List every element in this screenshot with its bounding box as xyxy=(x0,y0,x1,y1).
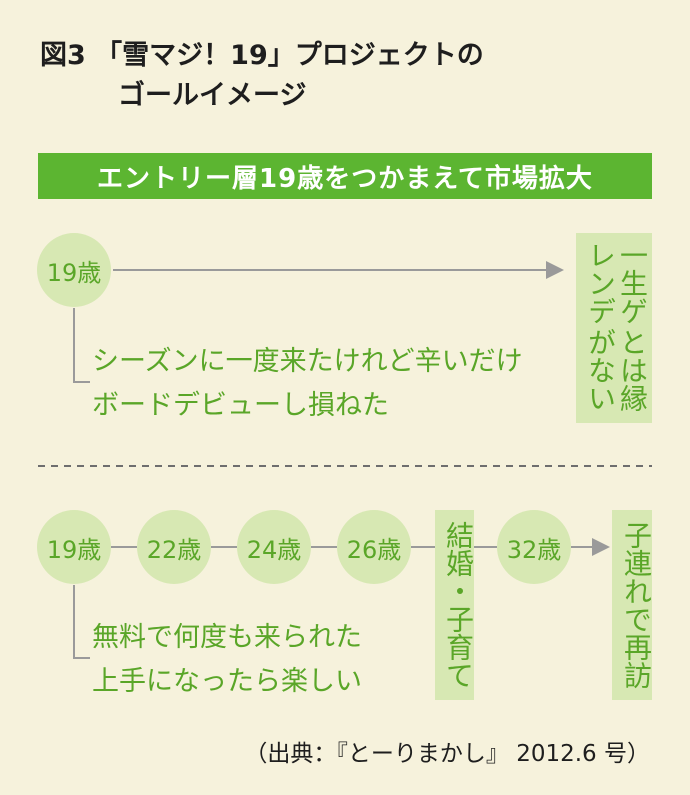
goal-text-col1: 一生ゲレンデ xyxy=(584,241,649,325)
title-line-1: 図3 「雪マジ！19」プロジェクトの xyxy=(40,40,484,71)
age-circle-start: 19歳 xyxy=(37,233,111,307)
goal-box-section2: 子連れで再訪 xyxy=(612,510,653,700)
age-circle-32: 32歳 xyxy=(497,510,571,584)
note-section1-line2: ボードデビューし損ねた xyxy=(92,390,389,421)
age-circle-22: 22歳 xyxy=(137,510,211,584)
goal-text-col2: とは縁がない xyxy=(584,328,649,412)
event-box-marriage-childcare: 結婚・子育て xyxy=(435,510,475,700)
age-circle-24: 24歳 xyxy=(237,510,311,584)
age-circle-19: 19歳 xyxy=(37,510,111,584)
figure-title: 図3 「雪マジ！19」プロジェクトの ゴールイメージ xyxy=(40,36,484,116)
arrowhead-section1 xyxy=(546,261,564,279)
goal-text-section2: 子連れで再訪 xyxy=(620,521,653,689)
arrowhead-section2 xyxy=(592,538,610,556)
note-section1-line1: シーズンに一度来たけれど辛いだけ xyxy=(92,346,523,377)
source-citation: （出典：『とーりまかし』 2012.6 号） xyxy=(244,741,650,767)
age-circle-26: 26歳 xyxy=(337,510,411,584)
bracket-section1 xyxy=(73,308,90,383)
title-line-2: ゴールイメージ xyxy=(118,80,307,111)
headline-banner: エントリー層19歳をつかまえて市場拡大 xyxy=(38,153,652,199)
event-text: 結婚・子育て xyxy=(442,521,475,689)
bracket-section2 xyxy=(73,585,90,659)
note-section2-line2: 上手になったら楽しい xyxy=(92,666,362,697)
goal-box-section1: 一生ゲレンデ とは縁がない xyxy=(576,233,652,423)
note-section2-line1: 無料で何度も来られた xyxy=(92,622,362,653)
